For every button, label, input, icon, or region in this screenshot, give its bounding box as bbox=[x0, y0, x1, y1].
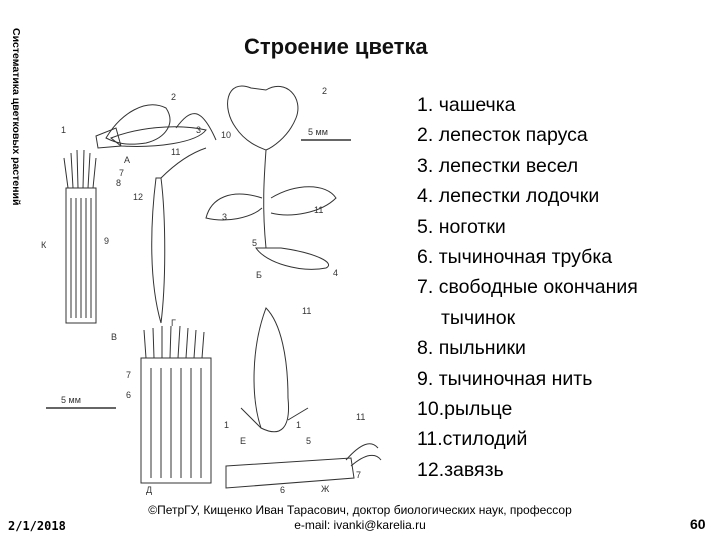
page-number: 60 bbox=[690, 516, 706, 532]
scale-label-2: 5 мм bbox=[308, 127, 328, 137]
flower-b-sail-petal bbox=[228, 86, 298, 150]
label-11b: 11 bbox=[314, 205, 323, 215]
legend-text: завязь bbox=[444, 459, 504, 481]
label-11c: 11 bbox=[302, 306, 311, 316]
legend-text: рыльце bbox=[444, 398, 512, 420]
legend-text: лепестки лодочки bbox=[439, 185, 600, 207]
legend-item: 7. свободные окончания bbox=[417, 272, 717, 302]
flower-b-wing-right bbox=[271, 187, 336, 215]
label-e: Е bbox=[240, 436, 246, 446]
legend-num: 7. bbox=[417, 276, 433, 298]
legend-item: 9. тычиночная нить bbox=[417, 364, 717, 394]
legend-num: 8. bbox=[417, 337, 433, 359]
legend-text: чашечка bbox=[439, 94, 516, 116]
legend-item: 10.рыльце bbox=[417, 394, 717, 424]
label-1b: 1 bbox=[224, 420, 229, 430]
label-3: 3 bbox=[196, 125, 201, 135]
label-g: Г bbox=[171, 318, 176, 328]
label-1: 1 bbox=[61, 125, 66, 135]
label-7b: 7 bbox=[126, 370, 131, 380]
legend-item: 11.стилодий bbox=[417, 424, 717, 454]
legend-num: 5. bbox=[417, 216, 433, 238]
label-6b: 6 bbox=[280, 485, 285, 495]
flower-d-tube-lines bbox=[151, 368, 201, 478]
label-2: 2 bbox=[171, 92, 176, 102]
flower-a-calyx bbox=[96, 128, 121, 148]
slide-title: Строение цветка bbox=[244, 34, 428, 60]
legend-item: 6. тычиночная трубка bbox=[417, 242, 717, 272]
legend-text: тычиночная нить bbox=[439, 368, 593, 390]
flower-e-calyx bbox=[254, 308, 288, 432]
legend-text: тычиночная трубка bbox=[439, 246, 612, 268]
label-5b: 5 bbox=[306, 436, 311, 446]
legend-list: 1. чашечка 2. лепесток паруса 3. лепестк… bbox=[417, 90, 717, 485]
legend-item: 12.завязь bbox=[417, 455, 717, 485]
legend-item-continuation: тычинок bbox=[417, 303, 717, 333]
flower-g-style bbox=[161, 148, 206, 178]
legend-text: стилодий bbox=[443, 428, 528, 450]
scale-label-1: 5 мм bbox=[61, 395, 81, 405]
flower-v-tube-lines bbox=[71, 198, 91, 318]
label-11d: 11 bbox=[356, 412, 365, 422]
side-title: Систематика цветковых растений bbox=[6, 28, 22, 243]
label-v: В bbox=[111, 332, 117, 342]
label-2b: 2 bbox=[322, 86, 327, 96]
flower-a-sail-petal bbox=[106, 105, 170, 144]
legend-text: лепестки весел bbox=[439, 155, 578, 177]
legend-num: 6. bbox=[417, 246, 433, 268]
label-4: 4 bbox=[333, 268, 338, 278]
label-5: 5 bbox=[252, 238, 257, 248]
flower-structure-figure: 5 мм 5 мм А Б В Г Д Е Ж К 1 2 2 3 3 4 5 … bbox=[26, 68, 408, 498]
label-3b: 3 bbox=[222, 212, 227, 222]
label-9: 9 bbox=[104, 236, 109, 246]
label-d: Д bbox=[146, 485, 152, 495]
legend-item: 8. пыльники bbox=[417, 333, 717, 363]
legend-text: пыльники bbox=[439, 337, 526, 359]
label-1c: 1 bbox=[296, 420, 301, 430]
legend-num: 2. bbox=[417, 124, 433, 146]
legend-num: 9. bbox=[417, 368, 433, 390]
flower-b-claw bbox=[264, 150, 266, 248]
legend-item: 1. чашечка bbox=[417, 90, 717, 120]
footer-line-2: e-mail: ivanki@karelia.ru bbox=[110, 518, 610, 533]
legend-item: 2. лепесток паруса bbox=[417, 120, 717, 150]
legend-num: 12. bbox=[417, 459, 444, 481]
flower-b-wing-left bbox=[206, 194, 262, 220]
legend-num: 4. bbox=[417, 185, 433, 207]
flower-g-ovary bbox=[152, 178, 165, 323]
footer-credits: ©ПетрГУ, Кищенко Иван Тарасович, доктор … bbox=[110, 503, 610, 533]
flower-b-keel bbox=[256, 248, 329, 269]
label-7c: 7 bbox=[356, 470, 361, 480]
label-6: 6 bbox=[126, 390, 131, 400]
label-zh: Ж bbox=[321, 484, 330, 494]
flower-d-free-filaments bbox=[144, 326, 204, 358]
legend-text: лепесток паруса bbox=[439, 124, 588, 146]
label-11: 11 bbox=[171, 147, 180, 157]
flower-zh-tube bbox=[226, 458, 354, 488]
legend-num: 1. bbox=[417, 94, 433, 116]
label-k: К bbox=[41, 240, 47, 250]
footer-line-1: ©ПетрГУ, Кищенко Иван Тарасович, доктор … bbox=[110, 503, 610, 518]
legend-text: ноготки bbox=[439, 216, 506, 238]
legend-item: 5. ноготки bbox=[417, 212, 717, 242]
legend-item: 3. лепестки весел bbox=[417, 151, 717, 181]
label-a: А bbox=[124, 155, 130, 165]
legend-num: 3. bbox=[417, 155, 433, 177]
legend-item: 4. лепестки лодочки bbox=[417, 181, 717, 211]
legend-num: 10. bbox=[417, 398, 444, 420]
label-b: Б bbox=[256, 270, 262, 280]
slide-date: 2/1/2018 bbox=[8, 519, 66, 533]
label-8: 8 bbox=[116, 178, 121, 188]
flower-v-free-filaments bbox=[64, 150, 96, 188]
legend-text: свободные окончания bbox=[439, 276, 638, 298]
legend-num: 11. bbox=[417, 428, 443, 450]
label-10: 10 bbox=[221, 130, 231, 140]
label-7: 7 bbox=[119, 168, 124, 178]
label-12: 12 bbox=[133, 192, 143, 202]
